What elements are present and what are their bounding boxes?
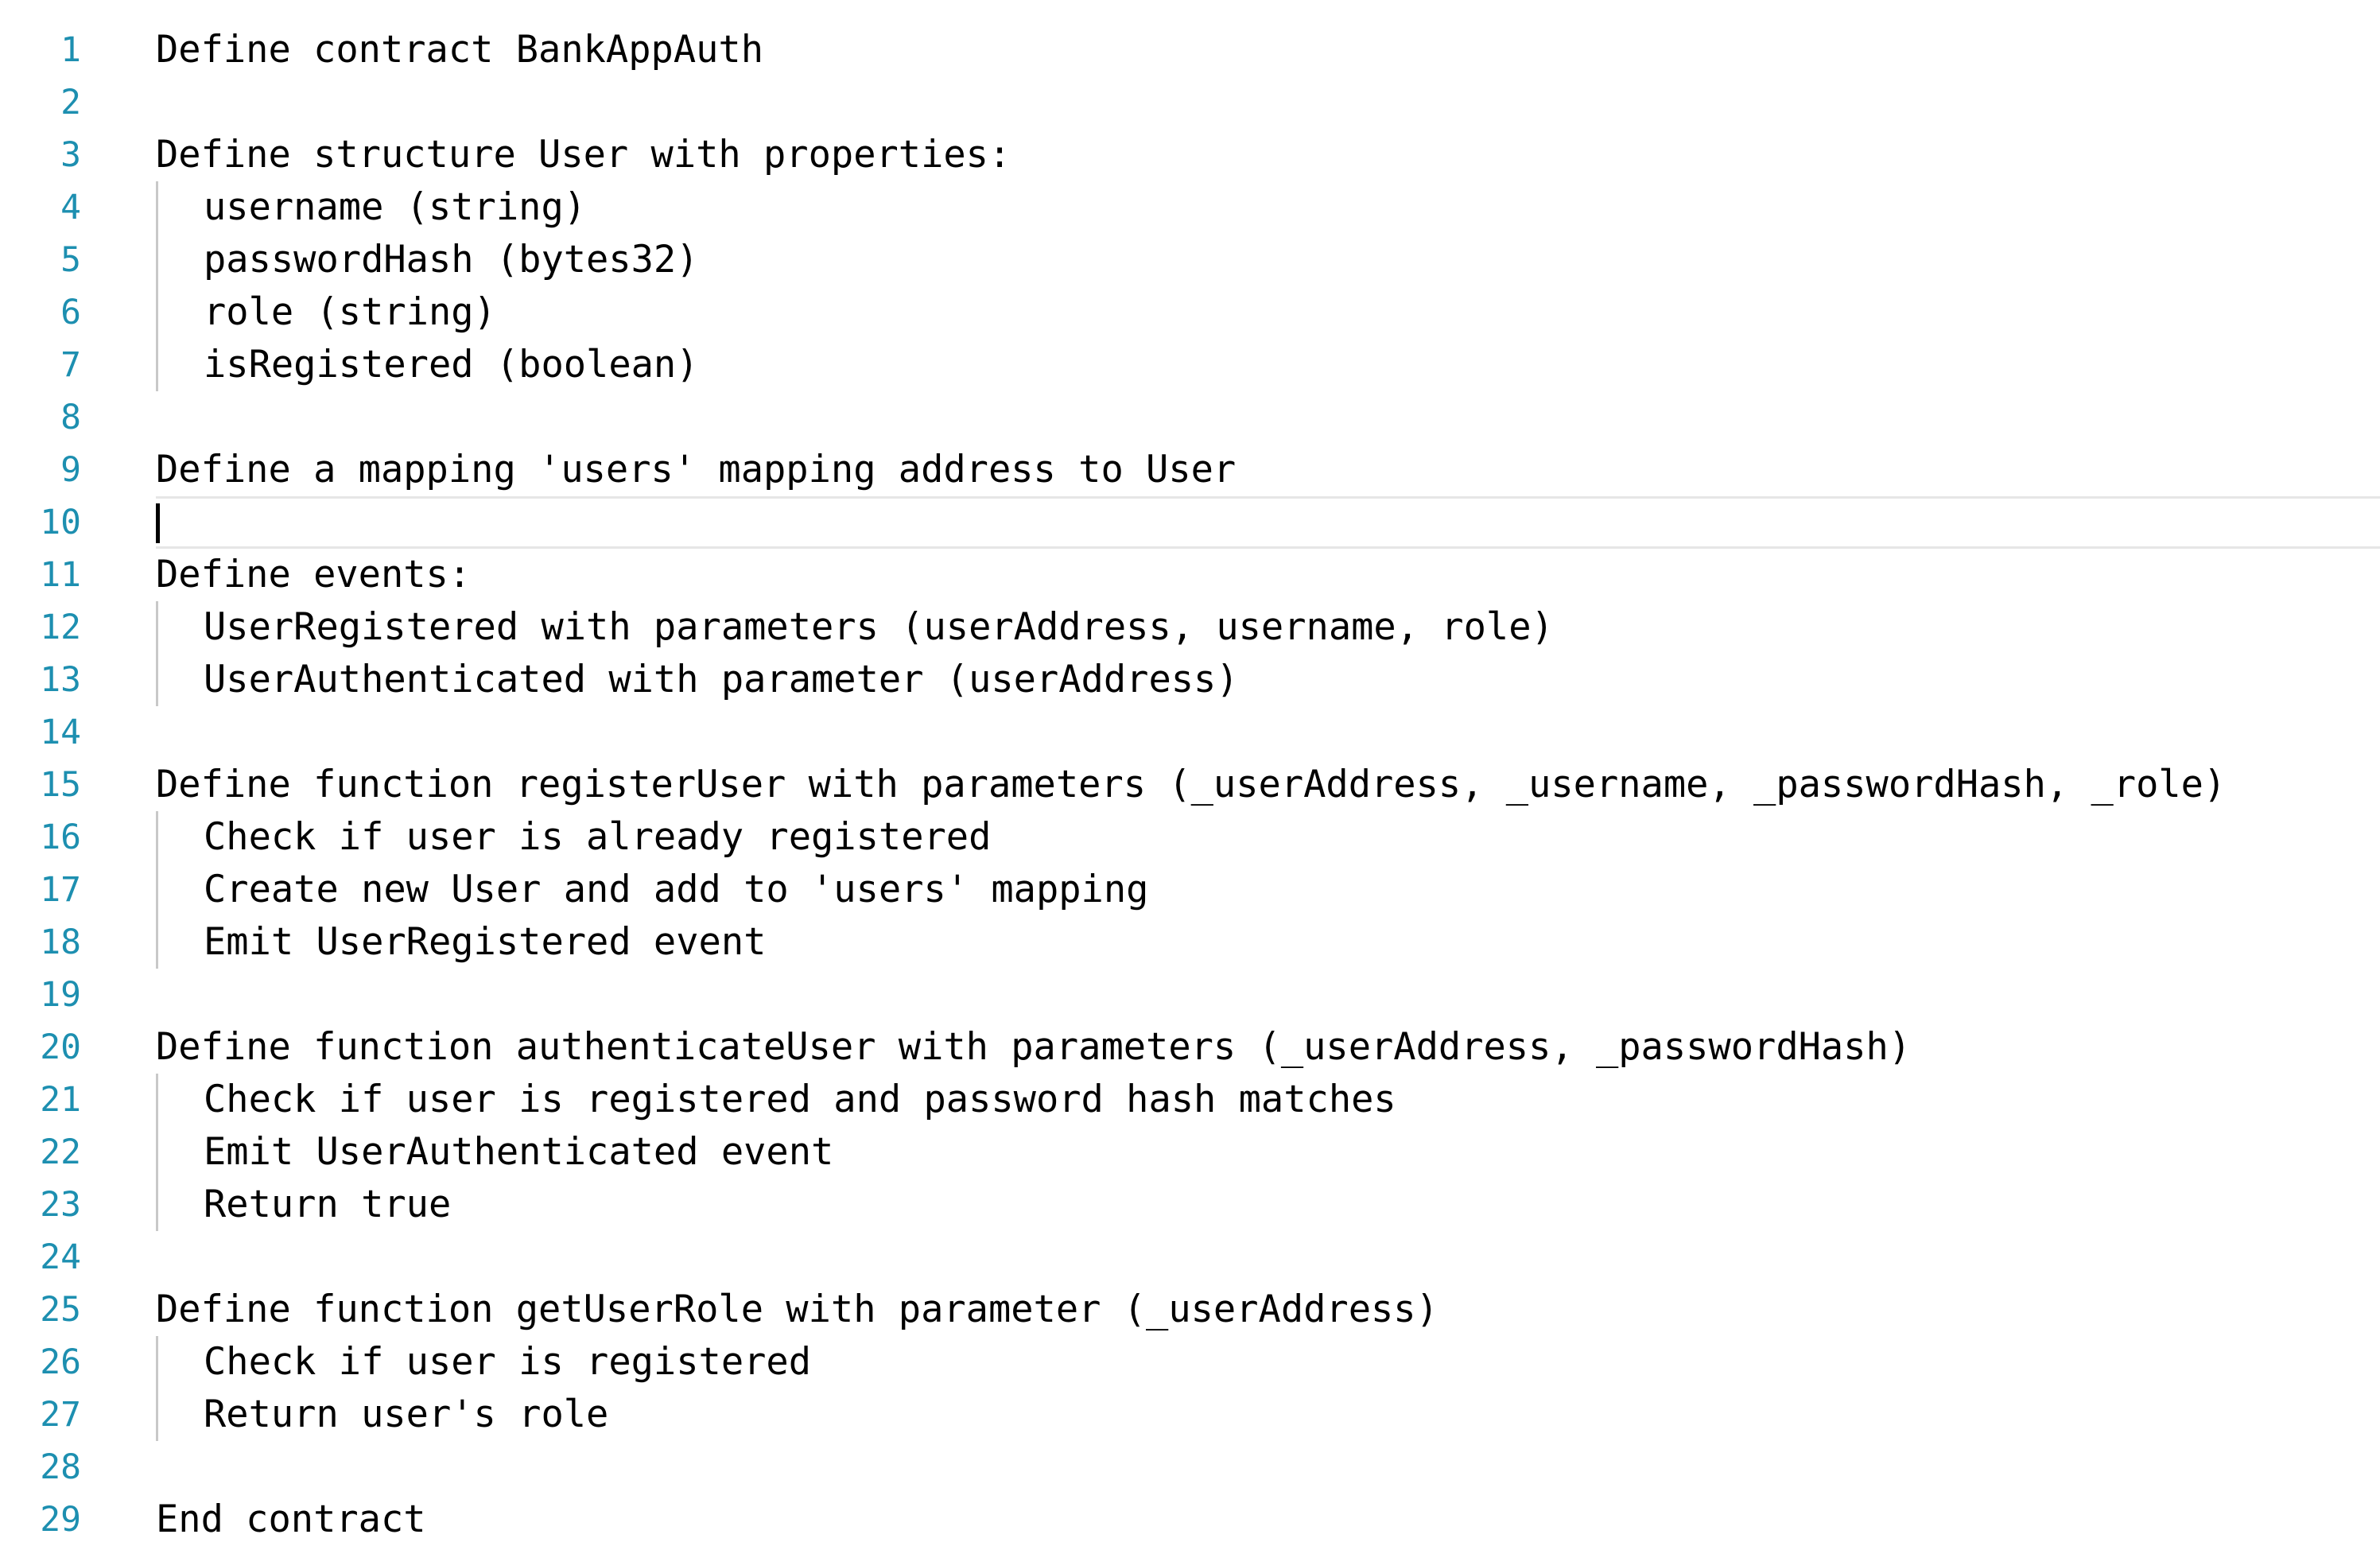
line-number: 28 bbox=[40, 1447, 81, 1487]
line-number: 22 bbox=[40, 1132, 81, 1172]
code-text: Define structure User with properties: bbox=[156, 133, 1011, 177]
code-line[interactable]: 1 Define contract BankAppAuth bbox=[0, 24, 2380, 76]
code-line[interactable]: 21 Check if user is registered and passwo… bbox=[0, 1074, 2380, 1126]
line-number: 13 bbox=[40, 660, 81, 700]
indent-guide bbox=[156, 1074, 158, 1231]
code-text: Define a mapping 'users' mapping address… bbox=[156, 448, 1237, 491]
code-line[interactable]: 4 username (string) bbox=[0, 181, 2380, 234]
code-line[interactable]: 19 bbox=[0, 969, 2380, 1021]
code-text: Define events: bbox=[156, 553, 472, 596]
code-line[interactable]: 29 End contract bbox=[0, 1494, 2380, 1546]
line-number: 10 bbox=[40, 503, 81, 542]
code-line[interactable]: 18 Emit UserRegistered event bbox=[0, 916, 2380, 969]
code-line[interactable]: 13 UserAuthenticated with parameter (user… bbox=[0, 654, 2380, 706]
line-number: 15 bbox=[40, 765, 81, 805]
code-line[interactable]: 24 bbox=[0, 1231, 2380, 1284]
code-text: Define function registerUser with parame… bbox=[156, 763, 2227, 806]
code-line[interactable]: 14 bbox=[0, 706, 2380, 759]
code-line[interactable]: 11 Define events: bbox=[0, 549, 2380, 601]
line-number: 9 bbox=[60, 450, 81, 490]
code-line[interactable]: 16 Check if user is already registered bbox=[0, 811, 2380, 864]
line-number: 25 bbox=[40, 1290, 81, 1330]
line-number: 1 bbox=[60, 30, 81, 70]
code-line[interactable]: 20 Define function authenticateUser with … bbox=[0, 1021, 2380, 1074]
code-line[interactable]: 15 Define function registerUser with para… bbox=[0, 759, 2380, 811]
code-text: Define function getUserRole with paramet… bbox=[156, 1288, 1438, 1331]
line-number: 3 bbox=[60, 135, 81, 175]
code-text: Define function authenticateUser with pa… bbox=[156, 1025, 1912, 1069]
line-number: 17 bbox=[40, 870, 81, 910]
code-line[interactable]: 26 Check if user is registered bbox=[0, 1336, 2380, 1389]
code-line[interactable]: 3 Define structure User with properties: bbox=[0, 129, 2380, 181]
code-line[interactable]: 2 bbox=[0, 76, 2380, 129]
code-text: Emit UserRegistered event bbox=[204, 920, 767, 964]
line-number: 18 bbox=[40, 923, 81, 962]
code-text: passwordHash (bytes32) bbox=[204, 238, 699, 282]
code-text: username (string) bbox=[204, 185, 587, 229]
line-number: 6 bbox=[60, 293, 81, 332]
line-number: 19 bbox=[40, 975, 81, 1015]
line-number: 23 bbox=[40, 1185, 81, 1225]
text-cursor bbox=[156, 503, 160, 543]
code-text: UserRegistered with parameters (userAddr… bbox=[204, 605, 1554, 649]
line-number: 24 bbox=[40, 1237, 81, 1277]
line-number: 14 bbox=[40, 713, 81, 752]
code-text: Create new User and add to 'users' mappi… bbox=[204, 868, 1149, 911]
code-text: Check if user is registered bbox=[204, 1340, 812, 1384]
line-number: 20 bbox=[40, 1027, 81, 1067]
code-text: Check if user is registered and password… bbox=[204, 1078, 1396, 1121]
code-line[interactable]: 25 Define function getUserRole with param… bbox=[0, 1284, 2380, 1336]
line-number: 8 bbox=[60, 398, 81, 437]
code-text: Return true bbox=[204, 1183, 452, 1226]
indent-guide bbox=[156, 1336, 158, 1441]
code-text: Emit UserAuthenticated event bbox=[204, 1130, 834, 1174]
line-number: 2 bbox=[60, 83, 81, 122]
line-number: 21 bbox=[40, 1080, 81, 1120]
code-text: role (string) bbox=[204, 290, 496, 334]
code-line[interactable]: 23 Return true bbox=[0, 1179, 2380, 1231]
code-text: Define contract BankAppAuth bbox=[156, 28, 764, 72]
code-line[interactable]: 17 Create new User and add to 'users' map… bbox=[0, 864, 2380, 916]
code-line[interactable]: 7 isRegistered (boolean) bbox=[0, 339, 2380, 391]
indent-guide bbox=[156, 601, 158, 706]
line-number: 5 bbox=[60, 240, 81, 280]
code-line[interactable]: 22 Emit UserAuthenticated event bbox=[0, 1126, 2380, 1179]
line-number: 27 bbox=[40, 1395, 81, 1435]
indent-guide bbox=[156, 811, 158, 969]
line-number: 12 bbox=[40, 608, 81, 647]
indent-guide bbox=[156, 181, 158, 391]
line-number: 11 bbox=[40, 555, 81, 595]
code-text: UserAuthenticated with parameter (userAd… bbox=[204, 658, 1239, 701]
code-line[interactable]: 5 passwordHash (bytes32) bbox=[0, 234, 2380, 286]
line-number: 7 bbox=[60, 345, 81, 385]
line-number: 16 bbox=[40, 818, 81, 857]
code-text: isRegistered (boolean) bbox=[204, 343, 699, 386]
code-line[interactable]: 8 bbox=[0, 391, 2380, 444]
code-line[interactable]: 28 bbox=[0, 1441, 2380, 1494]
current-line-highlight bbox=[156, 496, 2380, 549]
code-text: Return user's role bbox=[204, 1393, 609, 1436]
line-number: 4 bbox=[60, 188, 81, 227]
code-line[interactable]: 6 role (string) bbox=[0, 286, 2380, 339]
code-text: Check if user is already registered bbox=[204, 815, 992, 859]
code-text: End contract bbox=[156, 1497, 426, 1541]
code-line[interactable]: 27 Return user's role bbox=[0, 1389, 2380, 1441]
code-line[interactable]: 12 UserRegistered with parameters (userAd… bbox=[0, 601, 2380, 654]
line-number: 26 bbox=[40, 1342, 81, 1382]
line-number: 29 bbox=[40, 1500, 81, 1540]
code-line[interactable]: 9 Define a mapping 'users' mapping addres… bbox=[0, 444, 2380, 496]
code-line[interactable]: 10 bbox=[0, 496, 2380, 549]
